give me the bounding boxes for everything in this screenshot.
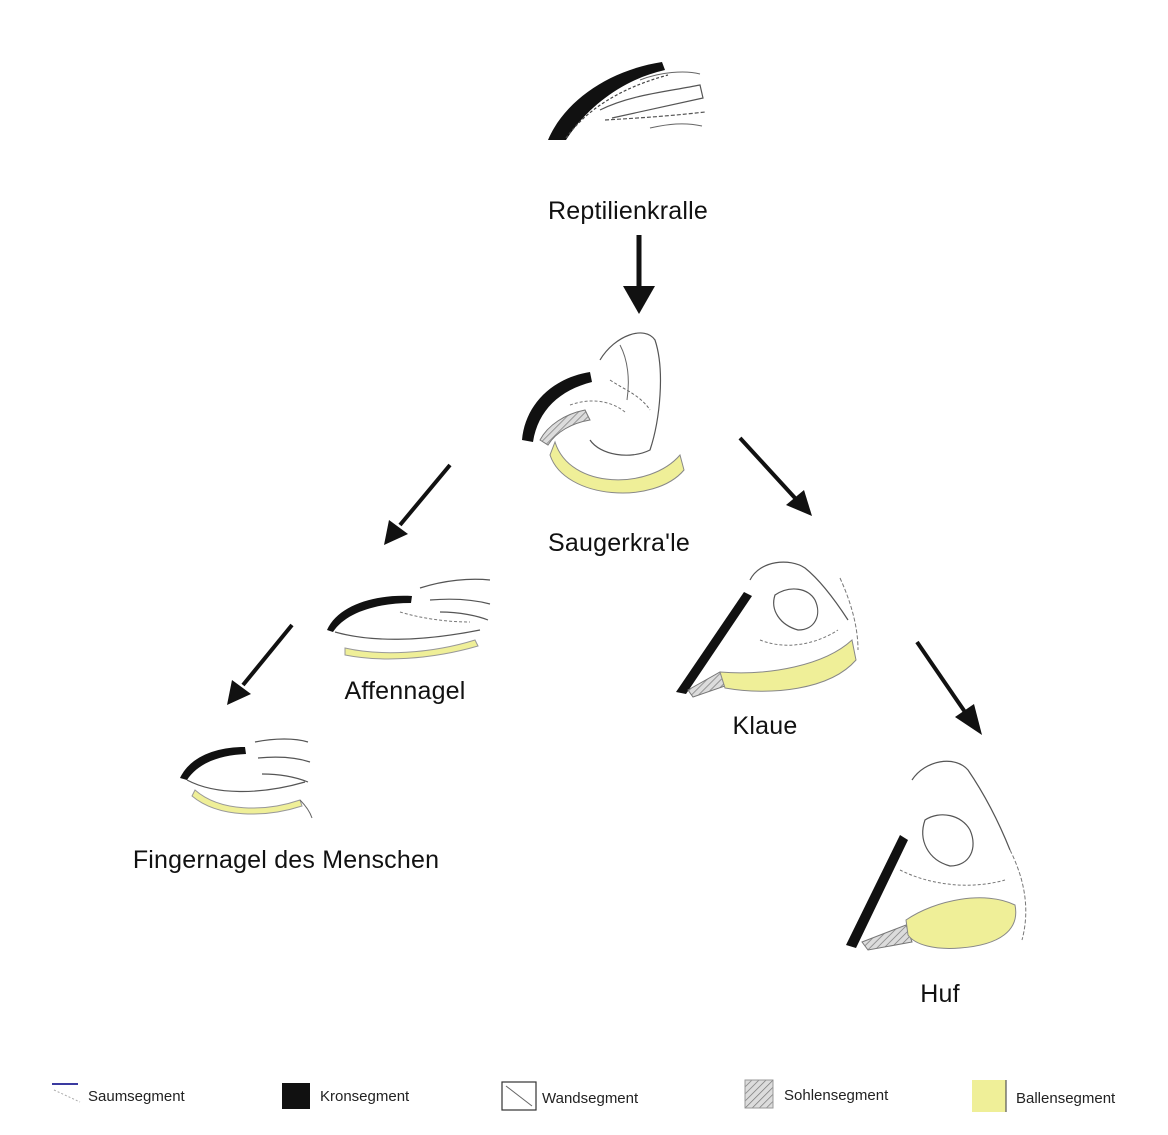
label-monkey-nail: Affennagel <box>344 677 465 706</box>
legend-swatch-sole <box>745 1080 773 1108</box>
legend-label-sole: Sohlensegment <box>784 1087 888 1104</box>
arrow-reptile-to-mammal <box>623 235 655 314</box>
legend-label-bulb: Ballensegment <box>1016 1090 1115 1107</box>
cloven-hoof-illustration <box>676 562 858 697</box>
label-human-fingernail: Fingernagel des Menschen <box>133 846 439 875</box>
label-reptile-claw: Reptilienkralle <box>548 197 708 226</box>
human-fingernail-illustration <box>180 739 312 818</box>
legend-swatch-seam <box>52 1084 80 1102</box>
hoof-illustration <box>846 761 1026 950</box>
arrow-mammal-to-monkey <box>384 465 450 545</box>
mammal-claw-illustration <box>522 333 684 493</box>
legend-swatch-crown <box>282 1083 310 1109</box>
legend-label-wall: Wandsegment <box>542 1090 638 1107</box>
legend-label-crown: Kronsegment <box>320 1088 409 1105</box>
label-hoof: Huf <box>920 980 960 1009</box>
legend-label-seam: Saumsegment <box>88 1088 185 1105</box>
legend-swatch-bulb <box>972 1080 1006 1112</box>
label-cloven-hoof: Klaue <box>733 712 798 741</box>
label-mammal-claw: Saugerkra'le <box>548 529 690 558</box>
monkey-nail-illustration <box>327 579 490 659</box>
arrow-monkey-to-human <box>227 625 292 705</box>
arrow-mammal-to-cloven <box>740 438 812 516</box>
arrow-cloven-to-hoof <box>917 642 982 735</box>
legend-swatch-wall <box>502 1082 536 1110</box>
reptile-claw-illustration <box>548 62 705 140</box>
